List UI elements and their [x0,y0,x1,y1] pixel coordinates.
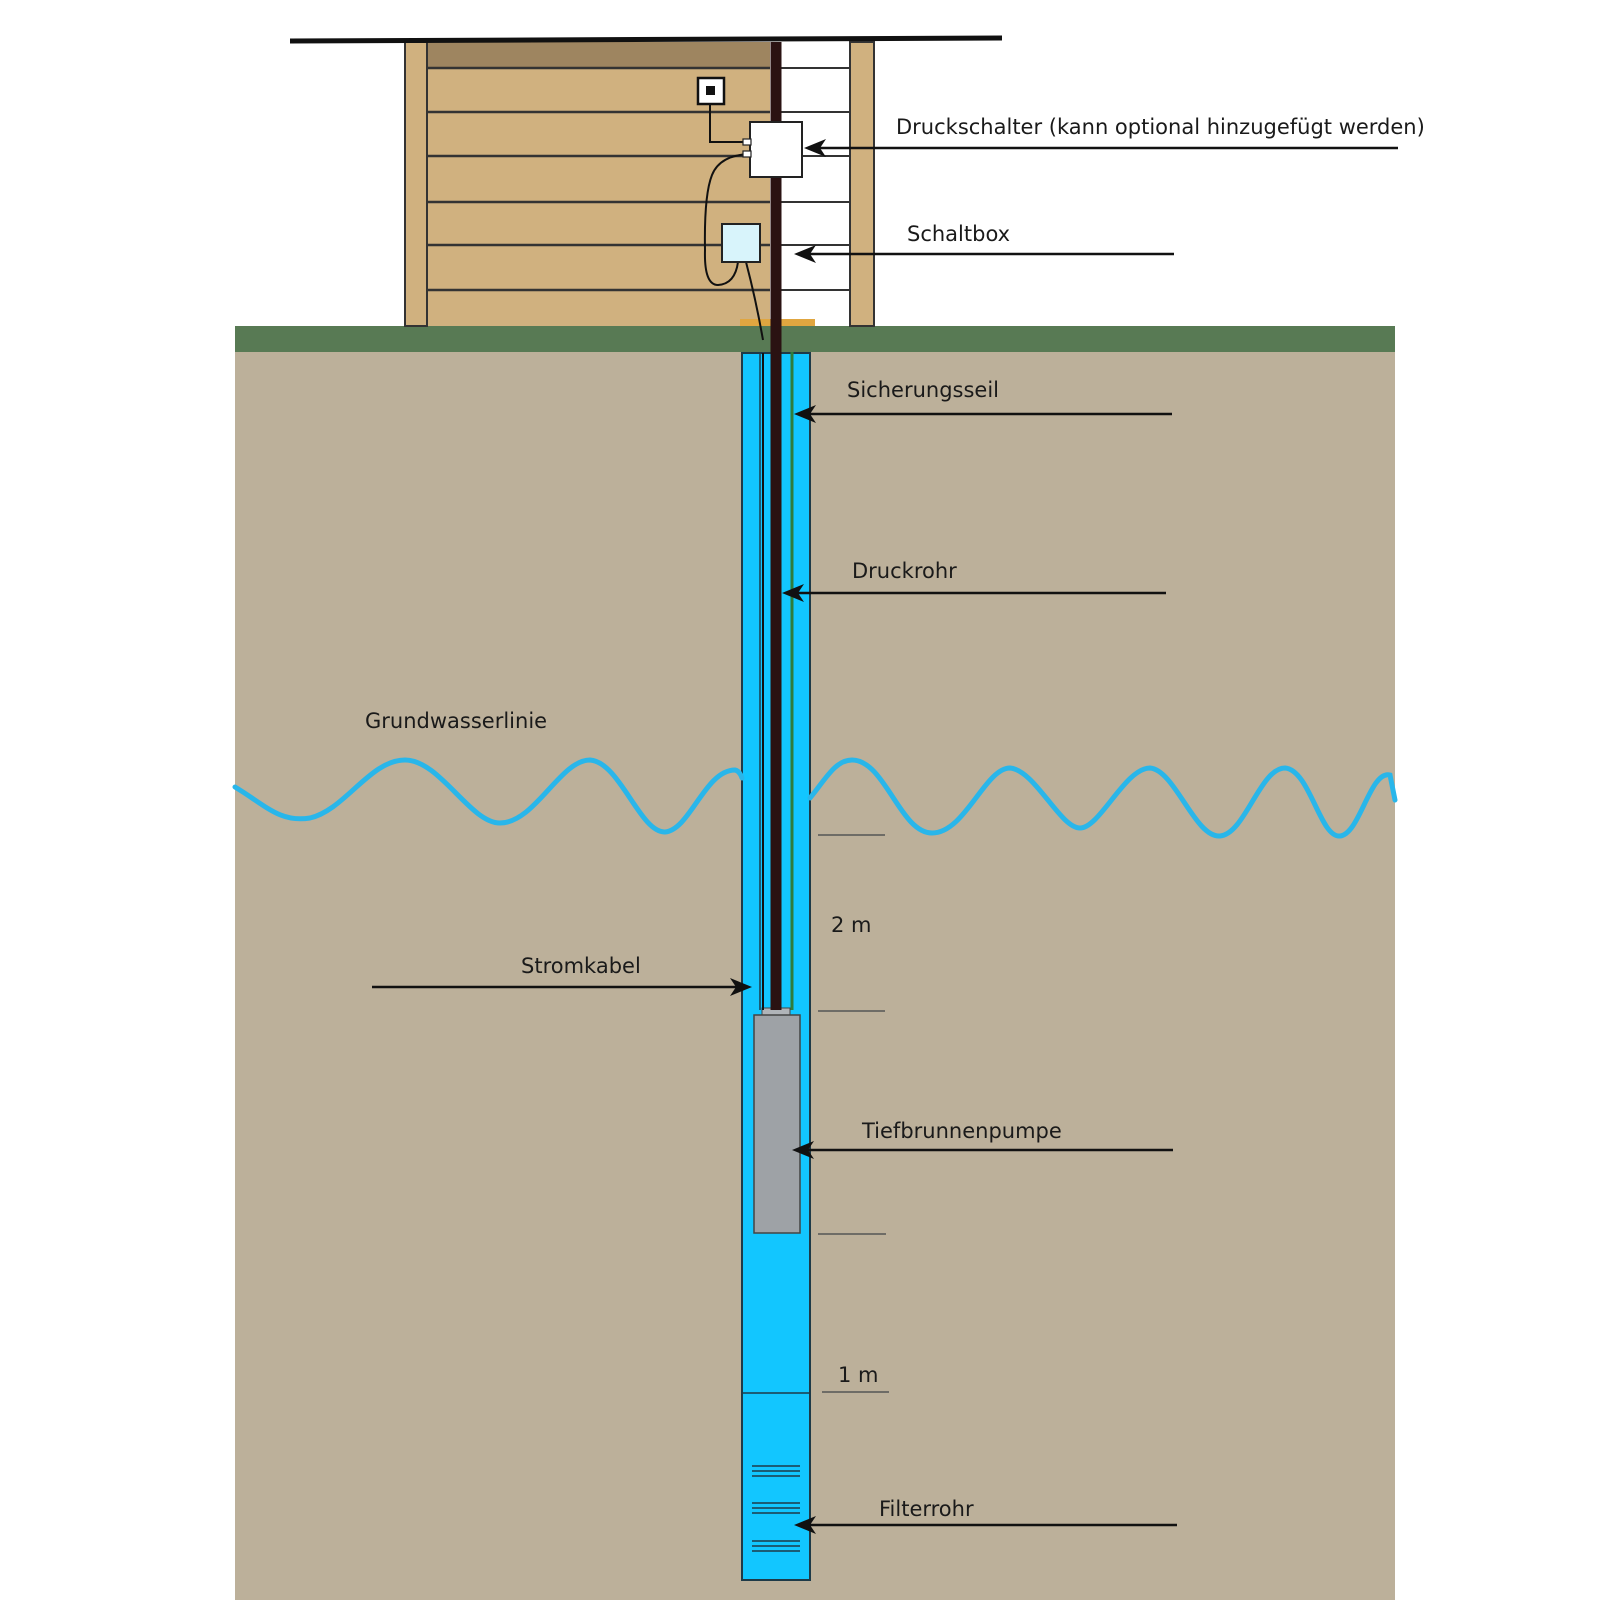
deep-well-pump [753,1007,801,1234]
pressure-switch-label: Druckschalter (kann optional hinzugefügt… [896,115,1425,139]
filter-slots [752,1465,800,1552]
groundwater-wave-right [807,757,1398,839]
filter-pipe-label: Filterrohr [879,1497,974,1521]
groundwater-line-label: Grundwasserlinie [365,709,547,733]
deep-well-pump-label: Tiefbrunnenpumpe [861,1119,1062,1143]
depth-label-1m: 1 m [838,1363,879,1387]
safety-rope-label: Sicherungsseil [847,378,999,402]
switch-box-icon [721,223,761,263]
groundwater-wave-left [232,757,745,835]
power-socket-icon [696,76,726,106]
power-cable-line [709,104,750,143]
shed [289,35,1003,327]
grass-strip [235,326,1395,352]
switch-box-label: Schaltbox [907,222,1010,246]
annotation-arrows [372,139,1398,1534]
pressure-pipe-label: Druckrohr [852,559,957,583]
soil [235,350,1395,1600]
depth-label-2m: 2 m [831,913,872,937]
pressure-switch-icon [742,121,803,178]
depth-markers [818,834,889,1393]
power-cable-label: Stromkabel [521,954,641,978]
